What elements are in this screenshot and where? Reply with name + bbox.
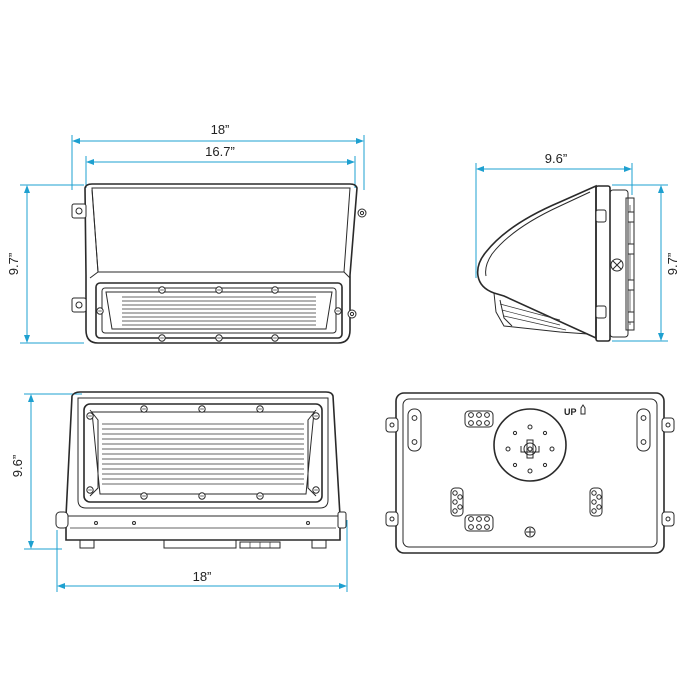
front-housing (84, 183, 358, 344)
front-view: 18” 16.7” 9.7” (6, 122, 367, 344)
bottom-lens-frame (83, 403, 323, 503)
bottom-depth-label: 9.6” (10, 455, 25, 477)
bottom-width-label: 18” (193, 569, 212, 584)
side-depth-label: 9.6” (545, 151, 567, 166)
front-height-dimension: 9.7” (6, 184, 84, 344)
front-width-label: 18” (211, 122, 230, 137)
side-height-label: 9.7” (665, 253, 680, 275)
front-lens-width-label: 16.7” (205, 144, 235, 159)
front-width-dimension: 18” (71, 122, 365, 190)
mount-holes-top (464, 410, 494, 428)
up-label: UP (564, 407, 577, 417)
bottom-heat-fins (102, 423, 304, 485)
front-lens-width-dimension: 16.7” (85, 144, 356, 188)
side-height-dimension: 9.7” (612, 184, 680, 342)
junction-box (493, 408, 567, 482)
bottom-housing (65, 391, 341, 541)
bottom-depth-dimension: 9.6” (10, 393, 82, 550)
front-heat-fins (122, 296, 316, 326)
up-arrow-icon (580, 404, 586, 415)
back-housing (395, 392, 665, 554)
side-housing (476, 184, 597, 340)
mount-holes-bottom (464, 514, 494, 532)
side-view: 9.6” 9.7” (475, 151, 680, 342)
back-view: UP (385, 392, 675, 554)
front-height-label: 9.7” (6, 253, 21, 275)
mount-holes-right (589, 487, 603, 517)
bottom-width-dimension: 18” (56, 520, 348, 592)
mount-holes-left (450, 487, 464, 517)
bottom-view: 9.6” 18” (10, 391, 348, 592)
side-depth-dimension: 9.6” (475, 151, 633, 278)
